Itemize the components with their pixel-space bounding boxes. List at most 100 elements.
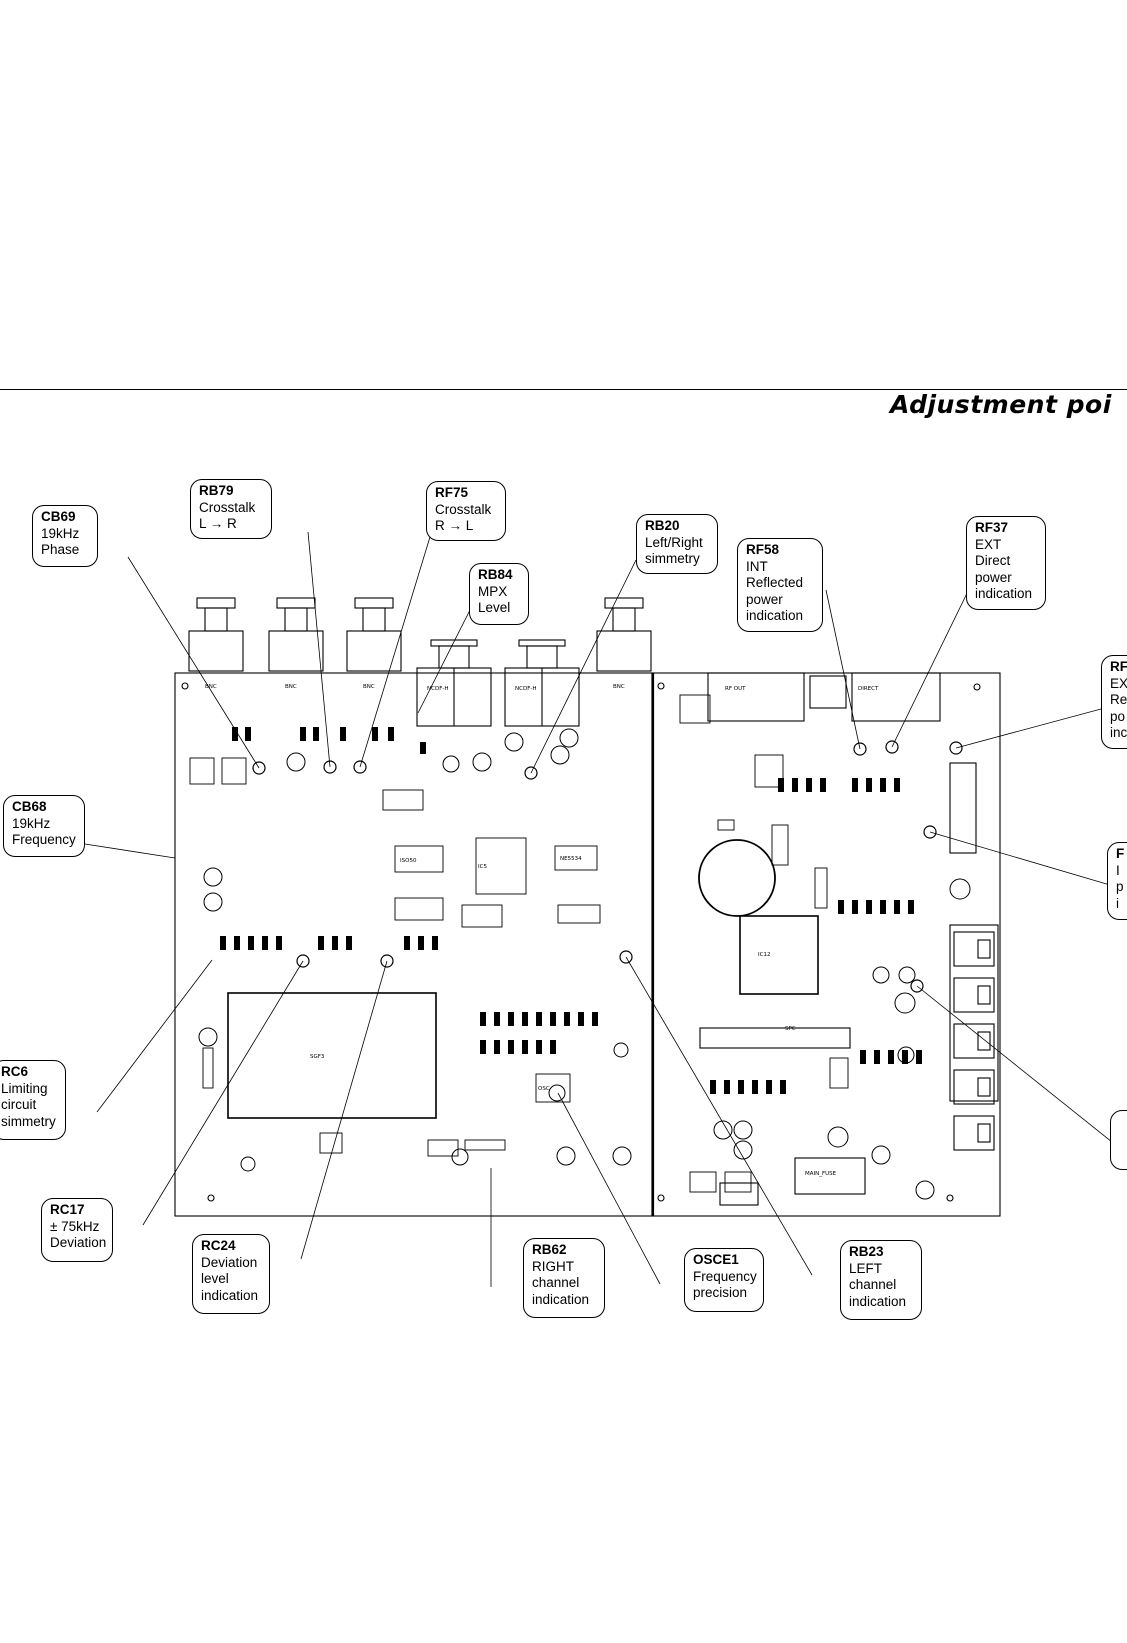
callout-line: channel — [849, 1277, 897, 1292]
callout-line: ± 75kHz — [50, 1218, 100, 1234]
callout-line: I — [1116, 862, 1120, 878]
callout-line: precision — [693, 1285, 748, 1300]
svg-text:DIRECT: DIRECT — [858, 686, 879, 692]
svg-text:BNC: BNC — [205, 684, 217, 690]
svg-text:BNC: BNC — [363, 684, 375, 690]
smd-rows — [220, 727, 922, 1094]
callout-line: Crosstalk — [199, 499, 256, 515]
svg-text:NCDF-H: NCDF-H — [515, 686, 536, 692]
callout-rc24: RC24 Deviation level indication — [192, 1234, 270, 1314]
callout-line: Limiting — [1, 1080, 48, 1096]
svg-text:SGF3: SGF3 — [310, 1054, 325, 1060]
callout-ref: RF37 — [975, 520, 1009, 535]
callout-ref: RB62 — [532, 1242, 567, 1257]
callout-line: Level — [478, 600, 511, 615]
callout-line: 19kHz — [41, 525, 80, 541]
callout-line: 19kHz — [12, 815, 51, 831]
svg-text:ISO50: ISO50 — [400, 858, 417, 864]
callout-ref: RF — [1110, 659, 1127, 674]
callout-ref: RF58 — [746, 542, 780, 557]
callout-line: Frequency — [12, 832, 76, 847]
callout-line: R → L — [435, 518, 474, 533]
svg-text:OSC: OSC — [538, 1086, 550, 1092]
callout-line: level — [201, 1271, 229, 1286]
svg-text:IC5: IC5 — [478, 864, 487, 870]
callout-line: Left/Right — [645, 534, 703, 550]
callout-rf75: RF75 Crosstalk R → L — [426, 481, 506, 541]
callout-ref: RB84 — [478, 567, 513, 582]
components — [189, 694, 849, 1193]
callout-line: indication — [975, 586, 1033, 601]
svg-text:RF OUT: RF OUT — [725, 686, 746, 692]
callout-ref: CB68 — [12, 799, 47, 814]
callout-rf37: RF37 EXT Direct power indication — [966, 516, 1046, 610]
callout-rb23: RB23 LEFT channel indication — [840, 1240, 922, 1320]
callout-cb69: CB69 19kHz Phase — [32, 505, 98, 567]
callout-ref: RC24 — [201, 1238, 236, 1253]
callout-line: Reflected — [746, 575, 804, 590]
callout-line: i — [1116, 895, 1119, 911]
callout-line: EX — [1110, 675, 1127, 691]
callout-line: channel — [532, 1275, 580, 1290]
callout-rf-partial-right-top: RF EX Re po inc — [1101, 655, 1127, 749]
page-title: Adjustment poi — [890, 390, 1112, 419]
silkscreen: BNC BNC BNC BNC NCDF-H NCDF-H IC5 ISO50 NE5534… — [205, 684, 879, 1177]
callout-line: LEFT — [849, 1260, 883, 1276]
callout-ref: F — [1116, 846, 1125, 861]
svg-text:NCDF-H: NCDF-H — [427, 686, 448, 692]
callout-line: indication — [746, 608, 804, 623]
callout-cb68: CB68 19kHz Frequency — [3, 795, 85, 857]
callout-rf58: RF58 INT Reflected power indication — [737, 538, 823, 632]
callout-ref: RB20 — [645, 518, 680, 533]
callout-line: indication — [532, 1291, 590, 1307]
callout-line: power — [975, 569, 1012, 585]
callout-ref: RB23 — [849, 1244, 884, 1259]
svg-text:MAIN_FUSE: MAIN_FUSE — [805, 1171, 837, 1177]
svg-text:BNC: BNC — [613, 684, 625, 690]
svg-text:BNC: BNC — [285, 684, 297, 690]
header-rule — [0, 389, 1127, 390]
callout-rc6: RC6 Limiting circuit simmetry — [0, 1060, 66, 1140]
callout-rb84: RB84 MPX Level — [469, 563, 529, 625]
callout-line: simmetry — [1, 1113, 56, 1129]
callout-line: inc — [1110, 725, 1127, 740]
callout-partial-right-mid: F I p i — [1107, 842, 1127, 920]
callout-ref: RF75 — [435, 485, 469, 500]
callout-line: Frequency — [693, 1268, 757, 1284]
callout-ref: OSCE1 — [693, 1252, 739, 1267]
switch-panel — [949, 924, 999, 1151]
callout-line: RIGHT — [532, 1258, 574, 1274]
callout-line: circuit — [1, 1097, 37, 1112]
svg-text:SPC: SPC — [785, 1026, 796, 1032]
callout-line: Direct — [975, 553, 1011, 568]
svg-text:NE5534: NE5534 — [560, 856, 582, 862]
callout-ref: RB79 — [199, 483, 234, 498]
battery — [698, 839, 776, 917]
callout-line: Deviation — [201, 1254, 258, 1270]
callout-line: Re — [1110, 692, 1127, 707]
bnc-connectors — [188, 597, 652, 672]
shield-block — [227, 992, 437, 1119]
n-connectors — [416, 639, 580, 727]
callout-rc17: RC17 ± 75kHz Deviation — [41, 1198, 113, 1262]
callout-line: p — [1116, 879, 1124, 894]
callout-line: MPX — [478, 583, 508, 599]
callout-line: indication — [201, 1287, 259, 1303]
callout-partial-right-bottom — [1110, 1110, 1127, 1170]
leader-lines — [84, 526, 1127, 1287]
callout-rb20: RB20 Left/Right simmetry — [636, 514, 718, 574]
callout-line: Crosstalk — [435, 501, 492, 517]
callout-line: EXT — [975, 536, 1002, 552]
callout-rb62: RB62 RIGHT channel indication — [523, 1238, 605, 1318]
right-board-outline — [651, 672, 1001, 1217]
callout-line: indication — [849, 1293, 907, 1309]
svg-text:IC12: IC12 — [758, 952, 770, 958]
callout-line: simmetry — [645, 551, 700, 566]
callout-rb79: RB79 Crosstalk L → R — [190, 479, 272, 539]
callout-line: INT — [746, 558, 768, 574]
trimmers — [198, 728, 971, 1200]
callout-ref: CB69 — [41, 509, 76, 524]
callout-ref: RC17 — [50, 1202, 85, 1217]
